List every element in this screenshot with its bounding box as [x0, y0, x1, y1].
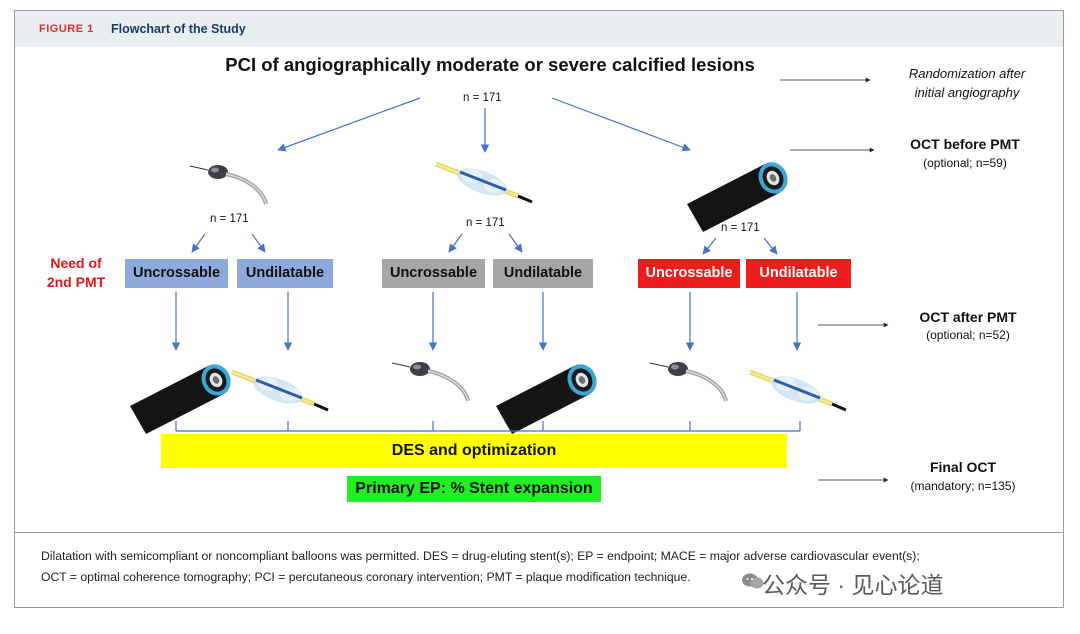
caption-line-2: OCT = optimal coherence tomography; PCI … — [41, 570, 691, 584]
figure-title: Flowchart of the Study — [111, 22, 246, 36]
oct-after-title: OCT after PMT — [919, 309, 1017, 325]
oct-before-sub: (optional; n=59) — [923, 156, 1007, 170]
box-undilatable-3: Undilatable — [746, 259, 851, 288]
box-uncrossable-2: Uncrossable — [382, 259, 485, 288]
caption-divider — [15, 532, 1063, 533]
device-burr-2c — [390, 360, 470, 403]
arrow-to-right-branch — [551, 97, 691, 152]
arrow-mid-uncrossable — [448, 233, 463, 253]
device-burr-left — [188, 163, 268, 206]
device-ivl-middle — [436, 163, 532, 202]
primary-endpoint-box: Primary EP: % Stent expansion — [347, 476, 601, 502]
device-ivl-2f — [750, 371, 846, 410]
box-uncrossable-3: Uncrossable — [638, 259, 740, 288]
device-burr-2e — [648, 360, 728, 403]
branch-1-n: n = 171 — [210, 213, 249, 225]
device-ivl-2b — [232, 371, 328, 410]
box-undilatable-1: Undilatable — [237, 259, 333, 288]
final-oct-title: Final OCT — [929, 459, 997, 475]
figure-frame: FIGURE 1 Flowchart of the Study Dilatati… — [14, 10, 1064, 608]
arrow-right-undilatable — [763, 237, 778, 255]
arrow-left-undilatable — [251, 233, 266, 253]
figure-label: FIGURE 1 — [39, 23, 94, 35]
watermark-text: 公众号 · 见心论道 — [762, 572, 944, 598]
main-n: n = 171 — [463, 92, 502, 104]
oct-before-title: OCT before PMT — [910, 136, 1020, 152]
arrow-to-left-branch — [277, 97, 421, 152]
device-catheter-2d — [494, 357, 604, 436]
figure-caption: Dilatation with semicompliant or noncomp… — [41, 546, 1041, 588]
device-catheter-2a — [128, 357, 238, 436]
figure-header: FIGURE 1 Flowchart of the Study — [15, 11, 1063, 47]
branch-2-n: n = 171 — [466, 217, 505, 229]
merge-bracket — [175, 421, 801, 432]
device-catheter-right — [685, 155, 795, 234]
arrow-mid-undilatable — [508, 233, 523, 253]
box-uncrossable-1: Uncrossable — [125, 259, 228, 288]
arrow-right-uncrossable — [702, 237, 717, 255]
des-optimization-bar: DES and optimization — [161, 434, 787, 468]
oct-after-sub: (optional; n=52) — [926, 328, 1010, 342]
branch-3-n: n = 171 — [721, 222, 760, 234]
final-oct-sub: (mandatory; n=135) — [910, 479, 1016, 493]
arrow-left-uncrossable — [191, 233, 206, 253]
box-undilatable-2: Undilatable — [493, 259, 593, 288]
wechat-icon — [742, 573, 764, 589]
main-title: PCI of angiographically moderate or seve… — [225, 54, 755, 75]
caption-line-1: Dilatation with semicompliant or noncomp… — [41, 549, 920, 563]
